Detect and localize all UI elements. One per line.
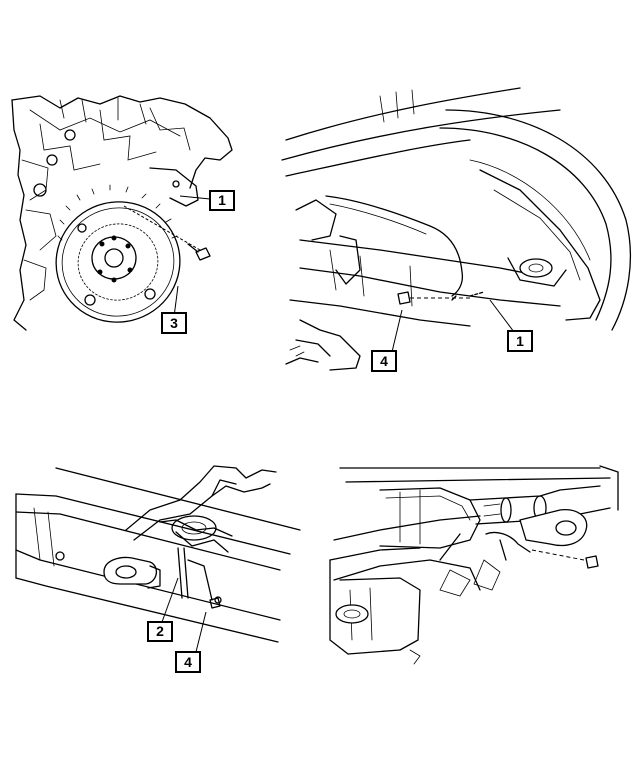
tow-bracket xyxy=(519,509,588,547)
bolt-icon xyxy=(187,243,211,261)
strap-bolt-icon xyxy=(209,597,221,609)
callout-1-wheel-well: 1 xyxy=(507,330,533,352)
svg-text:3: 3 xyxy=(170,315,178,331)
engine-flexplate-view xyxy=(11,95,233,331)
ground-bolt-icon xyxy=(397,291,470,305)
tow-hook xyxy=(103,556,157,585)
callout-3-flexplate: 3 xyxy=(161,312,187,334)
callout-2-strap: 2 xyxy=(147,621,173,642)
rear-bolt-icon xyxy=(531,549,599,569)
flexplate xyxy=(55,201,181,323)
wheel-well-view xyxy=(281,87,632,371)
rear-crossmember-view xyxy=(15,465,301,653)
callout-4-bolt: 4 xyxy=(175,651,201,673)
body-mount xyxy=(335,604,369,624)
callout-4-frame: 4 xyxy=(371,350,397,372)
svg-text:2: 2 xyxy=(156,623,164,639)
svg-text:1: 1 xyxy=(218,192,226,208)
callout-1-engine: 1 xyxy=(209,190,235,211)
strut-mount xyxy=(519,258,553,278)
svg-text:4: 4 xyxy=(380,353,388,369)
svg-text:4: 4 xyxy=(184,654,192,670)
rear-frame-muffler-view xyxy=(329,465,619,665)
svg-text:1: 1 xyxy=(516,333,524,349)
